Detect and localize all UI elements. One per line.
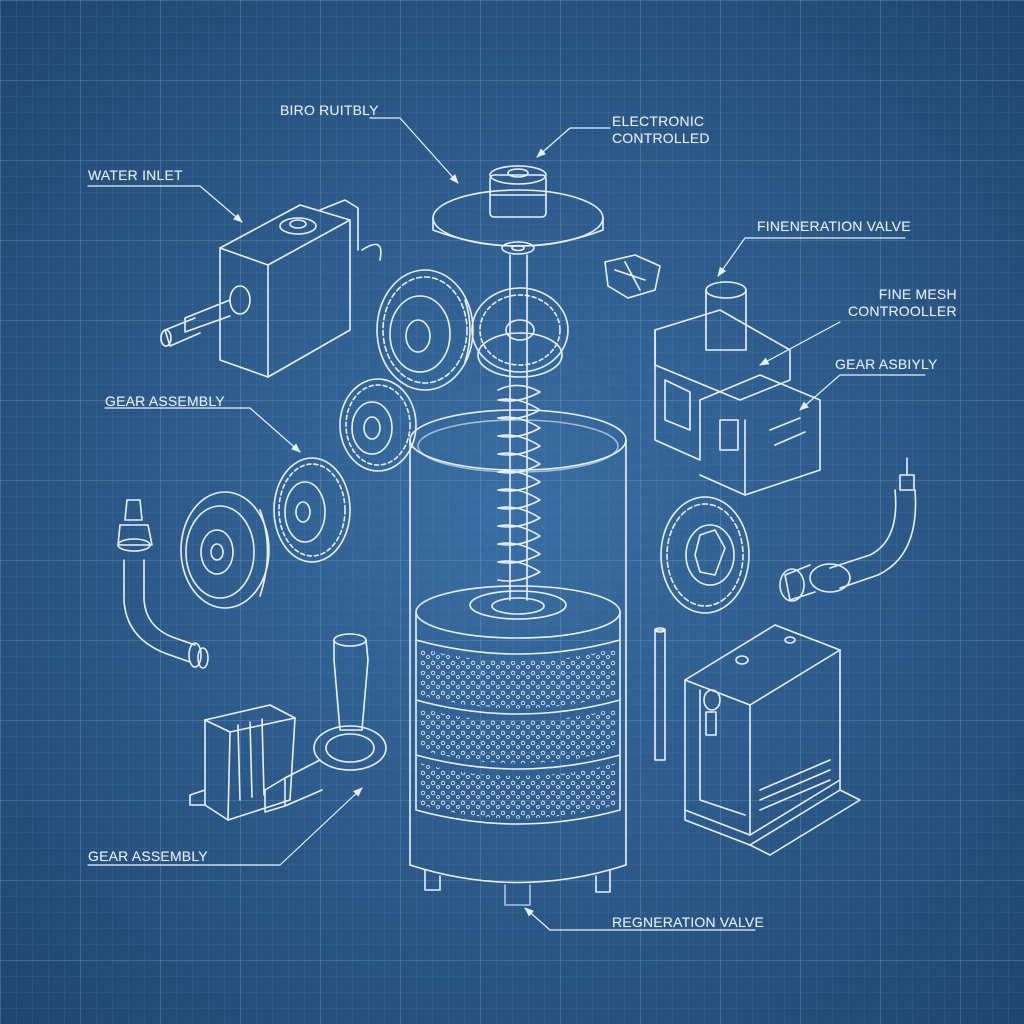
small-clip-part: [604, 254, 661, 299]
label-biro-ruitbly: BIRO RUITBLY: [280, 102, 379, 118]
elbow-pipe-left: [117, 499, 209, 669]
label-fine-mesh-controller: FINE MESH CONTROOLLER: [848, 286, 957, 319]
leader-lines: [87, 117, 926, 931]
gear-right: [660, 496, 750, 614]
label-regeneration-valve: REGNERATION VALVE: [612, 914, 764, 930]
disc-wheel-left: [180, 491, 270, 609]
label-gear-assembly-bottom: GEAR ASSEMBLY: [88, 848, 208, 864]
top-cap: [432, 165, 604, 255]
gear-small-upper: [339, 378, 417, 472]
label-gear-assembly-right: GEAR ASBIYLY: [835, 356, 938, 372]
gear-left-middle: [273, 457, 351, 563]
label-electronic-controlled: ELECTRONIC CONTROLLED: [612, 113, 710, 146]
gear-large-upper: [376, 269, 474, 391]
sensor-probe: [779, 457, 917, 602]
auger-shaft: [497, 254, 541, 601]
label-gear-assembly-left: GEAR ASSEMBLY: [105, 393, 225, 409]
filter-media-stack: [415, 585, 621, 825]
water-inlet-block: [160, 199, 382, 378]
label-fineneration-valve: FINENERATION VALVE: [757, 218, 911, 234]
bypass-valve-lower-left: [189, 633, 387, 821]
label-water-inlet: WATER INLET: [88, 167, 183, 183]
brine-housing: [654, 624, 861, 856]
shaft-gear: [471, 287, 569, 378]
controller-head: [654, 281, 821, 496]
